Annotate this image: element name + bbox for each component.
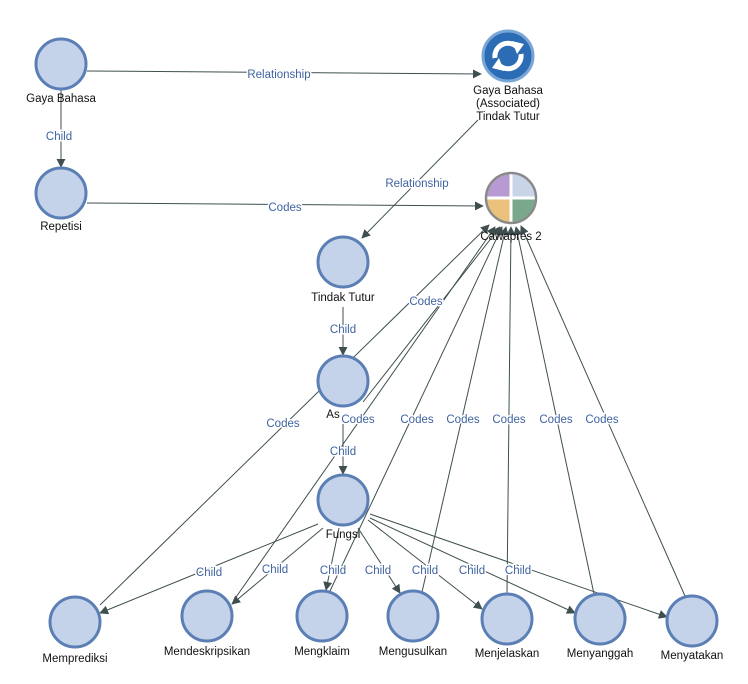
node-circle [480, 592, 534, 646]
node-label: Mendeskripsikan [164, 646, 250, 658]
edge-mendeskripsikan-to-cawapres2[interactable] [233, 226, 496, 601]
node-circle [665, 594, 719, 648]
node-circle [573, 592, 627, 646]
edge-label-menjelaskan-to-cawapres2: Codes [492, 414, 525, 426]
node-label: Fungsi [326, 529, 361, 541]
edge-fungsi-to-menjelaskan[interactable] [367, 519, 483, 610]
node-circle [34, 37, 88, 91]
refresh-arrows-icon [481, 29, 535, 83]
node-label: Repetisi [40, 221, 82, 233]
edge-label-mengklaim-to-cawapres2: Codes [400, 414, 433, 426]
node-gb_assoc[interactable]: Gaya Bahasa(Associated)Tindak Tutur [473, 29, 543, 123]
edge-fungsi-to-menyanggah[interactable] [369, 517, 576, 614]
edge-label-gaya_bahasa-to-repetisi: Child [46, 131, 72, 143]
node-gaya_bahasa[interactable]: Gaya Bahasa [26, 37, 96, 105]
edge-repetisi-to-cawapres2[interactable] [86, 201, 484, 211]
node-label: Mengklaim [294, 646, 350, 658]
edge-label-fungsi-to-menyatakan: Child [505, 565, 531, 577]
edge-label-fungsi-to-mengusulkan: Child [365, 565, 391, 577]
edge-mengklaim-to-cawapres2[interactable] [329, 226, 503, 592]
node-circle [48, 595, 102, 649]
node-label: Menyatakan [661, 650, 724, 662]
node-circle [34, 166, 88, 220]
edge-menjelaskan-to-cawapres2[interactable] [506, 226, 516, 594]
edge-fungsi-to-memprediksi[interactable] [99, 523, 319, 615]
edge-fungsi-to-mengusulkan[interactable] [357, 527, 401, 594]
node-label: Gaya Bahasa [26, 93, 96, 105]
node-circle [295, 589, 349, 643]
node-label: Menjelaskan [475, 648, 540, 660]
node-menjelaskan[interactable]: Menjelaskan [475, 592, 540, 660]
node-label: (Associated) [476, 98, 540, 110]
node-circle [316, 473, 370, 527]
node-as[interactable]: As [316, 354, 370, 421]
edge-label-memprediksi-to-cawapres2: Codes [266, 418, 299, 430]
node-mengusulkan[interactable]: Mengusulkan [379, 589, 447, 658]
node-label: Cawapres 2 [480, 231, 541, 243]
node-circle [386, 589, 440, 643]
node-circle [180, 589, 234, 643]
edge-menyatakan-to-cawapres2[interactable] [520, 225, 686, 597]
edge-label-tindak_tutur-to-as: Child [330, 324, 356, 336]
edge-labels-layer: RelationshipChildCodesRelationshipChildC… [44, 68, 620, 581]
edge-label-gb_assoc-to-tindak_tutur: Relationship [385, 178, 448, 190]
node-label: Tindak Tutur [476, 111, 540, 123]
edge-label-menyanggah-to-cawapres2: Codes [539, 414, 572, 426]
node-repetisi[interactable]: Repetisi [34, 166, 88, 233]
edge-label-fungsi-to-menjelaskan: Child [412, 565, 438, 577]
edge-fungsi-to-mendeskripsikan[interactable] [231, 527, 324, 605]
edge-label-fungsi-to-mendeskripsikan: Child [262, 564, 288, 576]
edge-menyanggah-to-cawapres2[interactable] [513, 226, 595, 595]
edge-fungsi-to-mengklaim[interactable] [323, 527, 340, 591]
edge-label-gaya_bahasa-to-gb_assoc: Relationship [247, 69, 310, 81]
edge-label-fungsi-to-memprediksi: Child [196, 567, 222, 579]
node-mendeskripsikan[interactable]: Mendeskripsikan [164, 589, 250, 658]
edge-label-as-to-cawapres2: Codes [341, 414, 374, 426]
edge-gaya_bahasa-to-gb_assoc[interactable] [86, 69, 482, 79]
node-label: Mengusulkan [379, 646, 447, 658]
node-label: Tindak Tutur [311, 292, 375, 304]
edge-label-as-to-fungsi: Child [330, 446, 356, 458]
edges-layer [56, 69, 686, 619]
node-label: Gaya Bahasa [473, 85, 543, 97]
edge-label-fungsi-to-menyanggah: Child [459, 565, 485, 577]
edge-label-repetisi-to-cawapres2: Codes [268, 202, 301, 214]
node-mengklaim[interactable]: Mengklaim [294, 589, 350, 658]
node-circle [316, 235, 370, 289]
node-cawapres2[interactable]: Cawapres 2 [480, 171, 542, 243]
node-fungsi[interactable]: Fungsi [316, 473, 370, 541]
node-circle [316, 354, 370, 408]
edge-label-menyatakan-to-cawapres2: Codes [585, 414, 618, 426]
edge-label-mendeskripsikan-to-cawapres2: Codes [409, 296, 442, 308]
node-tindak_tutur[interactable]: Tindak Tutur [311, 235, 375, 304]
edge-label-fungsi-to-mengklaim: Child [320, 565, 346, 577]
edge-label-mengusulkan-to-cawapres2: Codes [446, 414, 479, 426]
node-label: Menyanggah [567, 648, 634, 660]
node-label: Memprediksi [42, 653, 107, 665]
node-menyanggah[interactable]: Menyanggah [567, 592, 634, 660]
edge-as-to-cawapres2[interactable] [362, 226, 501, 403]
quadrant-pie-icon [484, 171, 538, 225]
edge-memprediksi-to-cawapres2[interactable] [99, 224, 490, 606]
node-menyatakan[interactable]: Menyatakan [661, 594, 724, 662]
node-memprediksi[interactable]: Memprediksi [42, 595, 108, 665]
edge-gb_assoc-to-tindak_tutur[interactable] [361, 119, 479, 239]
node-label: As [326, 409, 340, 421]
edge-mengusulkan-to-cawapres2[interactable] [421, 226, 509, 593]
